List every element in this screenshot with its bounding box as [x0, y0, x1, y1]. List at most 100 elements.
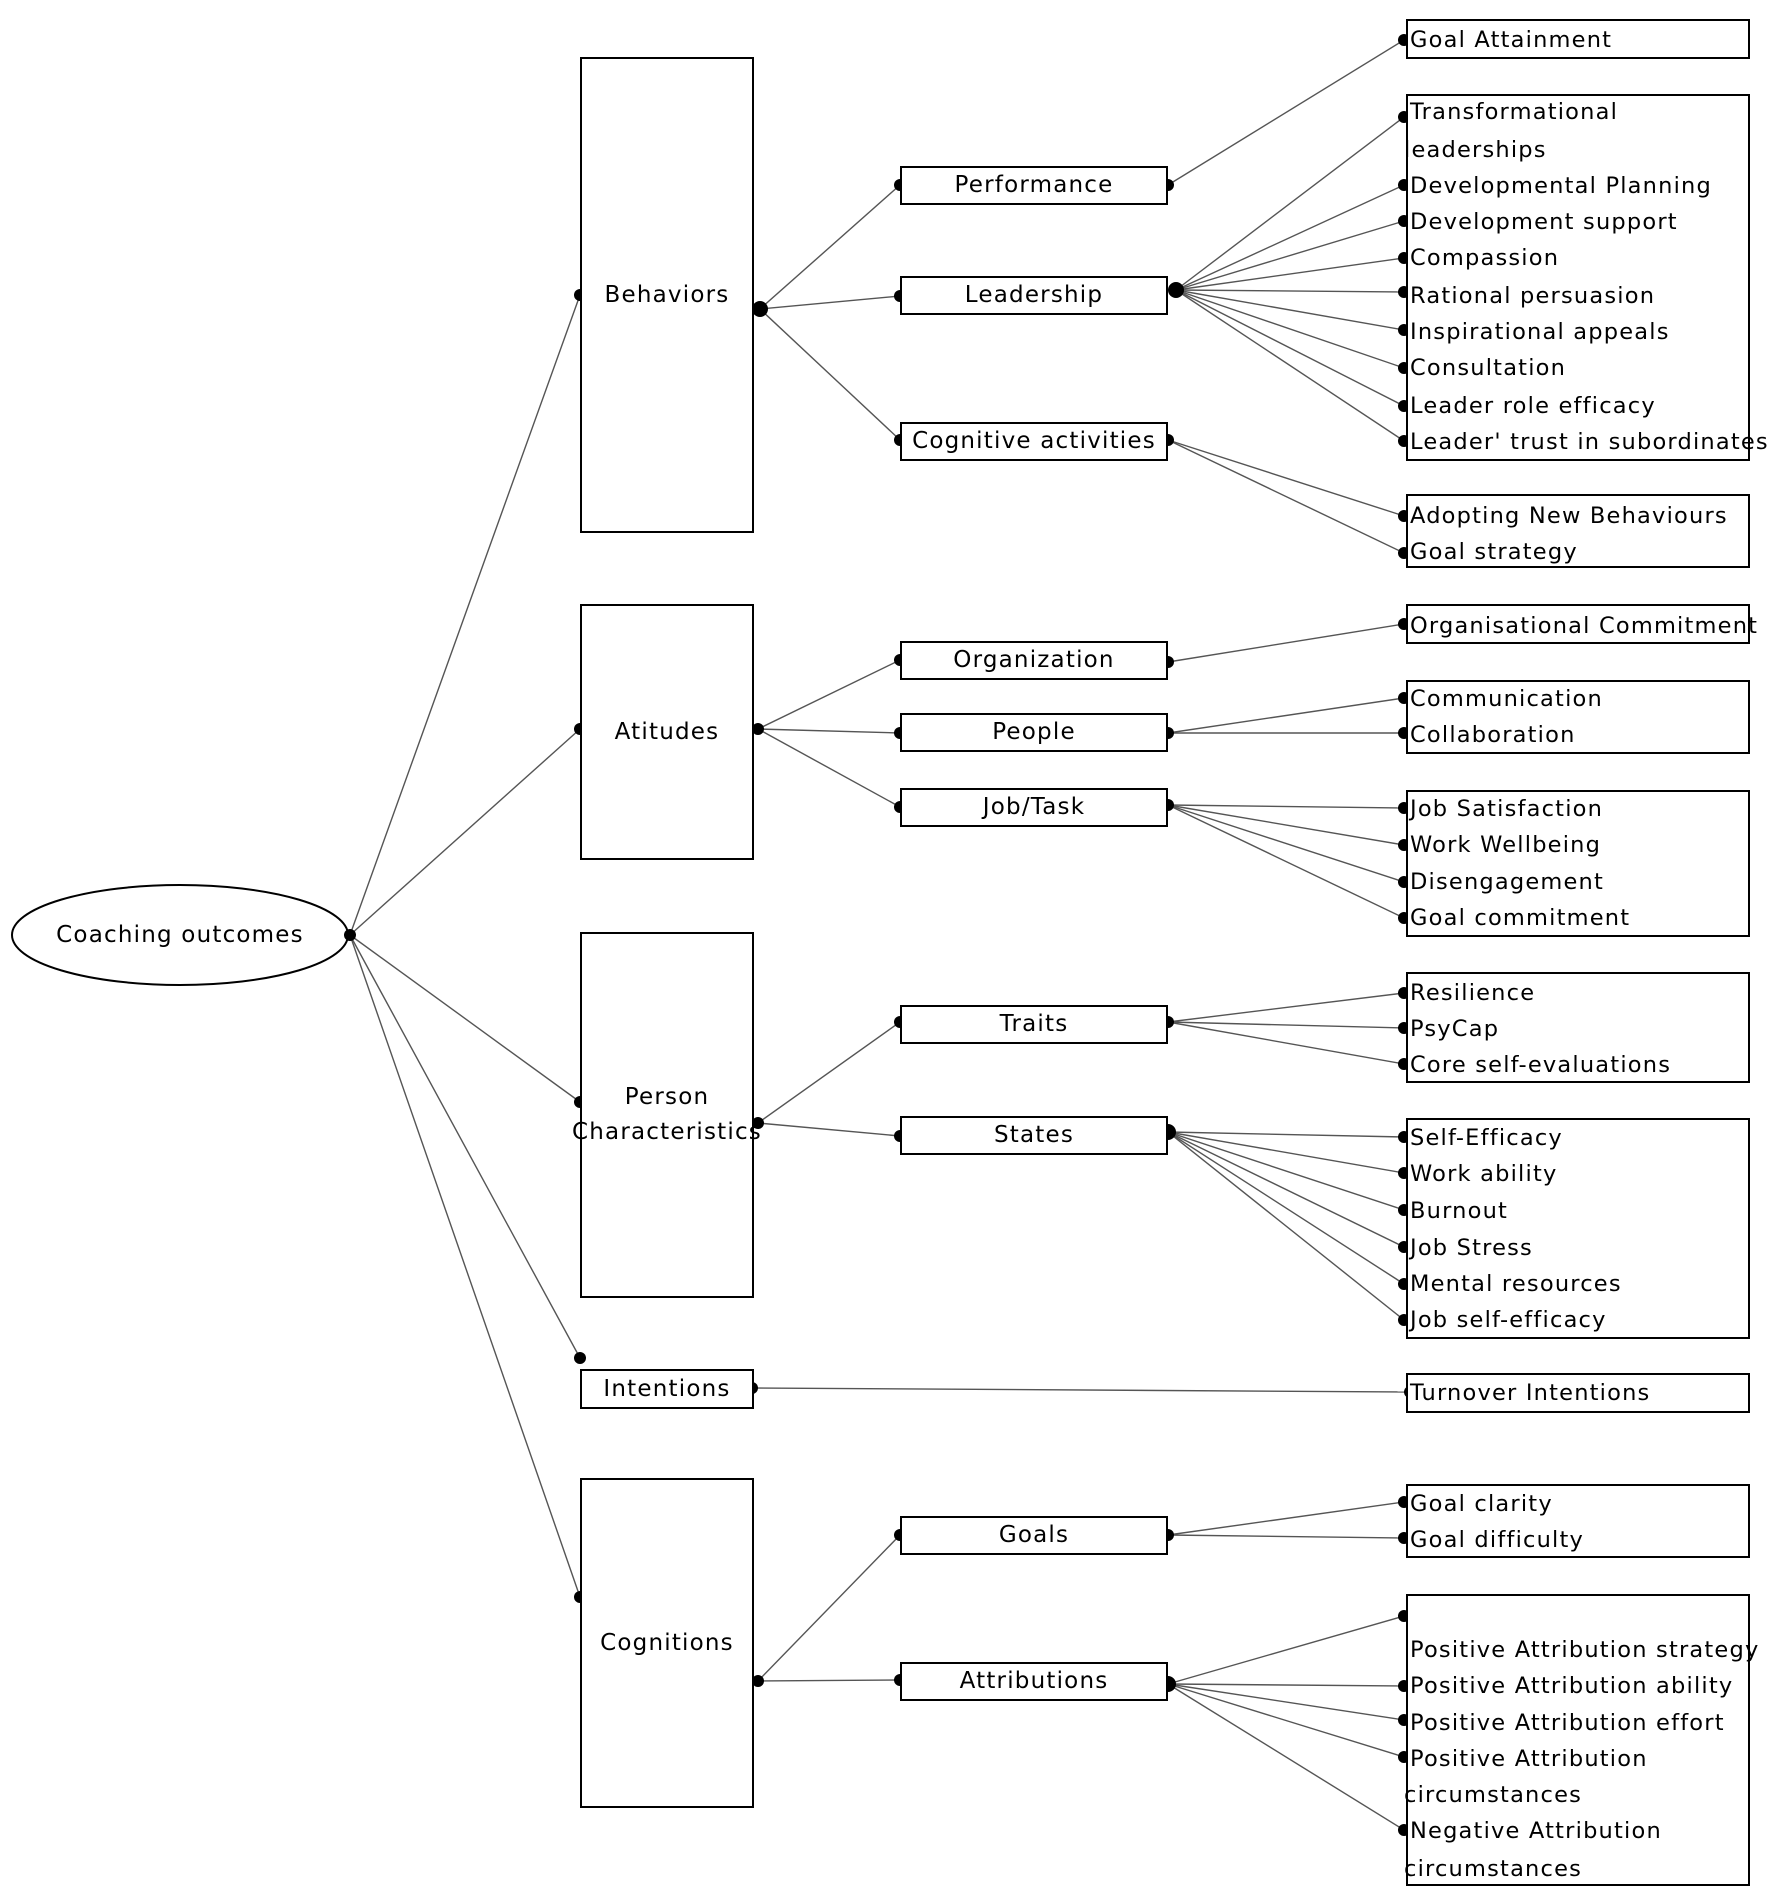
connector-line: [1167, 1615, 1405, 1685]
outcome-item: Job Satisfaction: [1410, 796, 1604, 822]
outcome-item-line2: leaderships: [1404, 137, 1547, 163]
outcome-item: Inspirational appeals: [1410, 319, 1670, 345]
connector-dot: [752, 723, 764, 735]
connector-line: [757, 728, 901, 808]
outcome-item: Job Stress: [1410, 1235, 1533, 1261]
connector-line: [1175, 289, 1405, 331]
outcome-item: Development support: [1410, 209, 1678, 235]
outcome-item: Turnover Intentions: [1410, 1380, 1651, 1406]
connector-line: [759, 184, 901, 310]
outcome-item-line1: Positive Attribution: [1410, 1746, 1648, 1772]
connector-line: [1167, 1501, 1405, 1536]
subcategory-traits: Traits: [900, 1005, 1168, 1044]
outcome-item-line1: Transformational: [1410, 99, 1619, 125]
subcategory-attributions: Attributions: [900, 1662, 1168, 1701]
outcome-item: Work ability: [1410, 1161, 1558, 1187]
group-behaviors: Behaviors: [580, 57, 754, 533]
outcome-box-leadership: [1406, 94, 1750, 461]
connector-dot: [344, 929, 356, 941]
subcategory-leadership: Leadership: [900, 276, 1168, 315]
connector-dot: [752, 1117, 764, 1129]
hub-dot: [1168, 282, 1184, 298]
subcategory-attributions-label: Attributions: [959, 1668, 1109, 1694]
outcome-box-organization: [1406, 604, 1750, 644]
subcategory-people: People: [900, 713, 1168, 752]
subcategory-job-task-label: Job/Task: [982, 794, 1086, 820]
connector-line: [1175, 289, 1405, 407]
outcome-item: Developmental Planning: [1410, 173, 1712, 199]
outcome-item: Leader role efficacy: [1410, 393, 1656, 419]
outcome-box-cognitive-activities: [1406, 494, 1750, 568]
connector-line: [1167, 1021, 1405, 1029]
outcome-item: Consultation: [1410, 355, 1567, 381]
connector-line: [757, 1679, 901, 1682]
subcategory-job-task: Job/Task: [900, 788, 1168, 827]
subcategory-states-label: States: [993, 1122, 1075, 1148]
group-intentions: Intentions: [580, 1369, 754, 1409]
connector-line: [1175, 184, 1405, 291]
connector-line: [1167, 804, 1405, 809]
outcome-item: PsyCap: [1410, 1016, 1500, 1042]
outcome-item: Communication: [1410, 686, 1603, 712]
subcategory-cognitive-activities-label: Cognitive activities: [912, 428, 1156, 454]
outcome-item: Job self-efficacy: [1410, 1307, 1607, 1333]
connector-lines: [349, 39, 1411, 1831]
hub-dot: [752, 301, 768, 317]
outcome-item: Goal difficulty: [1410, 1527, 1585, 1553]
connector-line: [1167, 1683, 1405, 1721]
connector-line: [1167, 1683, 1405, 1687]
outcome-item: Work Wellbeing: [1410, 832, 1602, 858]
outcome-item: Positive Attribution strategy: [1410, 1637, 1760, 1663]
connector-line: [757, 1021, 901, 1124]
connector-line: [757, 728, 901, 734]
outcome-item: Goal strategy: [1410, 539, 1578, 565]
group-person-characteristics-label-line1: Person: [624, 1084, 710, 1110]
outcome-item: Mental resources: [1410, 1271, 1622, 1297]
subcategory-organization-label: Organization: [953, 647, 1115, 673]
connector-line: [1167, 1131, 1405, 1321]
connector-line: [1167, 992, 1405, 1023]
subcategory-states: States: [900, 1116, 1168, 1155]
connector-line: [1167, 1021, 1405, 1065]
connector-line: [1167, 1131, 1405, 1248]
outcome-item: Positive Attribution ability: [1410, 1673, 1734, 1699]
connector-dot: [752, 1675, 764, 1687]
connector-line: [1167, 1131, 1405, 1285]
group-attitudes: Atitudes: [580, 604, 754, 860]
connector-line: [1167, 439, 1405, 554]
outcome-item: Burnout: [1410, 1198, 1509, 1224]
root-label: Coaching outcomes: [56, 922, 304, 948]
outcome-box-attributions: [1406, 1594, 1750, 1886]
connector-line: [349, 728, 581, 936]
connector-line: [349, 934, 581, 1103]
group-intentions-label: Intentions: [603, 1375, 731, 1402]
connector-line: [1167, 1131, 1405, 1174]
outcome-item: Rational persuasion: [1410, 283, 1656, 309]
outcome-item: Goal commitment: [1410, 905, 1631, 931]
outcome-item: Disengagement: [1410, 869, 1605, 895]
outcome-item: Organisational Commitment: [1410, 613, 1759, 639]
connector-line: [1167, 1683, 1405, 1758]
outcome-item: Leader' trust in subordinates: [1410, 429, 1769, 455]
subcategory-cognitive-activities: Cognitive activities: [900, 422, 1168, 461]
outcome-item: Compassion: [1410, 245, 1560, 271]
outcome-item: Resilience: [1410, 980, 1536, 1006]
connector-line: [751, 1387, 1411, 1393]
outcome-box-goals: [1406, 1484, 1750, 1558]
outcome-box-states: [1406, 1118, 1750, 1339]
connector-line: [1167, 697, 1405, 734]
subcategory-organization: Organization: [900, 641, 1168, 680]
connector-line: [349, 934, 581, 1598]
subcategory-goals: Goals: [900, 1516, 1168, 1555]
outcome-item: Self-Efficacy: [1410, 1125, 1563, 1151]
connector-line: [1167, 39, 1405, 186]
connector-line: [1167, 804, 1405, 883]
outcome-item: Adopting New Behaviours: [1410, 503, 1728, 529]
connector-line: [757, 1534, 901, 1682]
subcategory-performance: Performance: [900, 166, 1168, 205]
connector-line: [349, 294, 581, 936]
connector-dot: [574, 1352, 586, 1364]
connector-line: [1175, 289, 1405, 293]
